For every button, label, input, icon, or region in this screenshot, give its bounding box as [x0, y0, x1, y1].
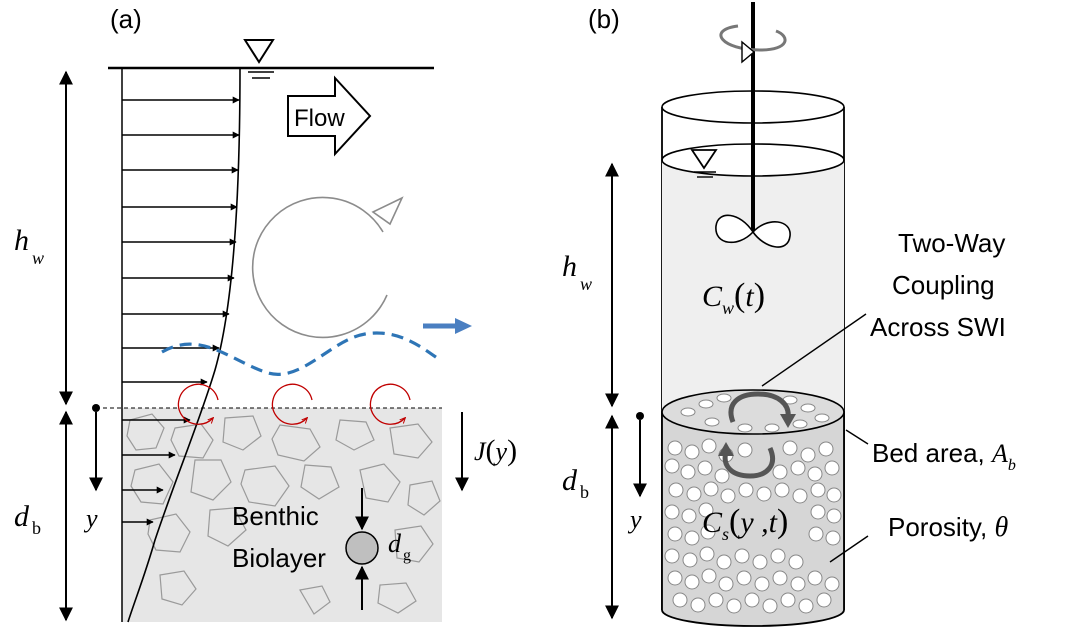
sediment-particles — [664, 438, 842, 614]
hw-label-b-sub: w — [580, 274, 592, 294]
gravel-grains — [126, 413, 441, 615]
flow-label: Flow — [294, 105, 345, 132]
y-label-b: y — [627, 505, 642, 534]
panel-b: (b) — [562, 2, 1016, 627]
db-label-sub: b — [32, 518, 41, 538]
water-body — [662, 160, 844, 412]
bed-area-label: Bed area, Ab — [872, 438, 1016, 474]
porosity-label: Porosity, θ — [888, 512, 1008, 543]
circulation-arrow-lower — [722, 446, 775, 479]
stirrer-impeller — [715, 214, 791, 248]
circulation-arrowhead-upper — [780, 414, 796, 428]
hw-label-sub: w — [32, 248, 44, 268]
velocity-profile-curve — [127, 67, 241, 623]
hw-label: h — [14, 224, 29, 257]
hw-label-b: h — [562, 250, 577, 283]
db-label-b: d — [562, 464, 578, 497]
bed-surface-particles — [680, 393, 830, 433]
flow-arrow — [287, 75, 372, 157]
panel-a: (a) — [14, 4, 517, 623]
cw-label: Cw(t) — [702, 277, 765, 318]
circulation-arrow-upper — [728, 391, 791, 423]
coupling-leader-line — [761, 313, 867, 387]
coupling-label-line3: Across SWI — [870, 312, 1006, 342]
coupling-label-line1: Two-Way — [898, 228, 1005, 258]
porosity-leader-line — [829, 535, 869, 563]
wavy-interface-line — [161, 331, 441, 376]
flux-label: J(y) — [474, 434, 517, 467]
grain-circle — [345, 531, 379, 565]
y-origin-dot — [92, 404, 100, 412]
water-level-triangle-b — [690, 149, 718, 170]
blue-direction-arrowhead — [455, 318, 472, 334]
panel-b-label: (b) — [588, 4, 620, 34]
rotation-arrow — [719, 24, 787, 52]
panel-a-label: (a) — [110, 4, 142, 34]
small-eddies — [177, 383, 411, 425]
rotation-arrowhead — [741, 40, 756, 64]
large-eddy-arrowhead — [371, 196, 404, 226]
biolayer-label-line2: Biolayer — [232, 543, 326, 573]
db-label-b-sub: b — [580, 482, 589, 502]
cs-label: Cs(y ,t) — [702, 503, 788, 544]
bed-area-leader-line — [845, 429, 869, 445]
y-label: y — [83, 504, 98, 533]
y-origin-dot-b — [636, 412, 644, 420]
dg-label-sub: g — [403, 547, 411, 564]
biolayer-label-line1: Benthic — [232, 501, 319, 531]
water-level-triangle — [243, 39, 275, 64]
sediment-region — [122, 408, 442, 622]
dg-label: d — [388, 529, 402, 558]
coupling-label-line2: Coupling — [892, 270, 995, 300]
large-eddy-arc — [251, 196, 388, 339]
db-label: d — [14, 500, 30, 533]
circulation-arrowhead-lower — [718, 442, 734, 456]
